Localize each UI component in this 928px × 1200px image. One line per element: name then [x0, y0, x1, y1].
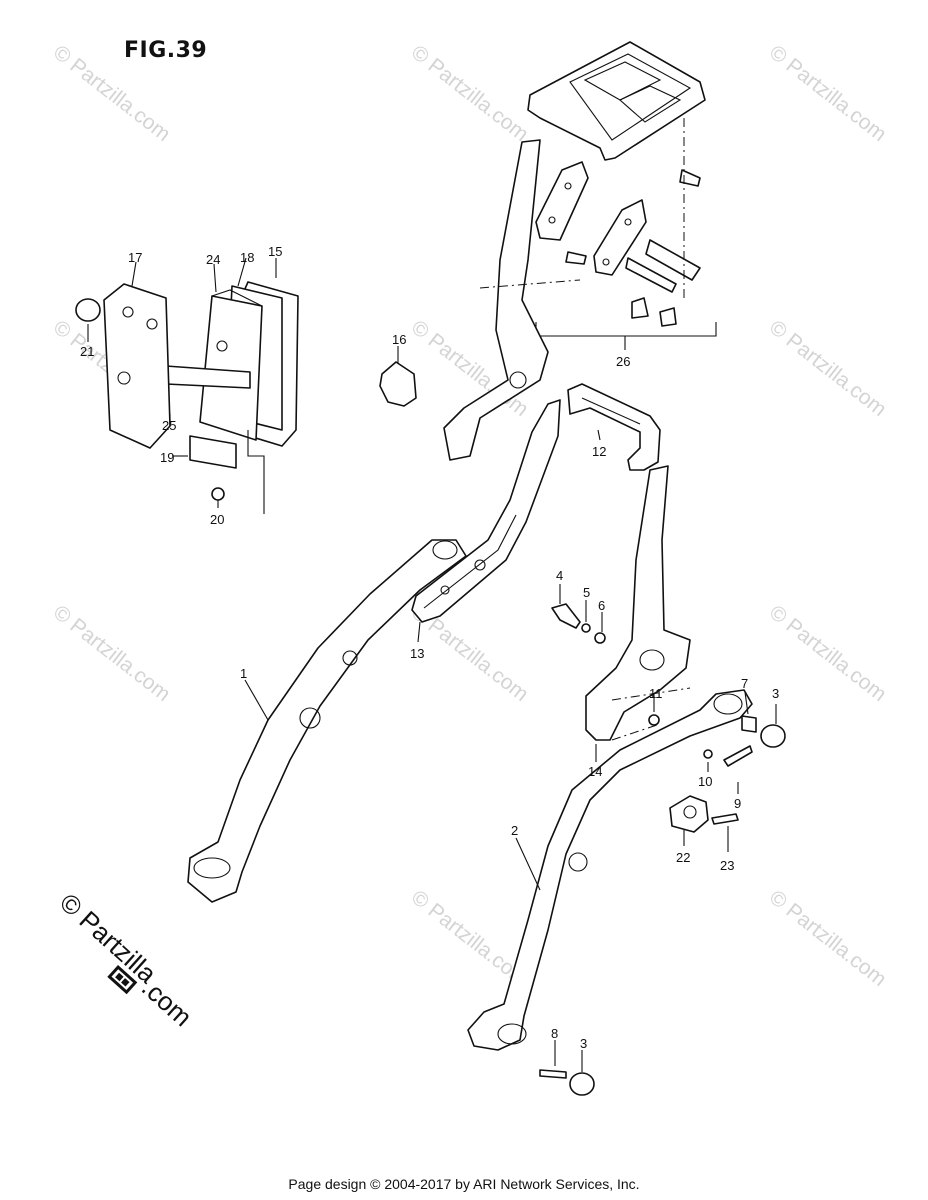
- watermarks: © Partzilla.com © Partzilla.com © Partzi…: [49, 41, 891, 1032]
- part-2-right-frame-rail: [467, 687, 753, 1051]
- callout-12: 12: [592, 444, 606, 459]
- callout-26: 26: [616, 354, 630, 369]
- callout-9: 9: [734, 796, 741, 811]
- callout-16: 16: [392, 332, 406, 347]
- watermark-text: © Partzilla.com: [765, 886, 891, 991]
- callouts: 1 2 3 3 4 5 6 7 8 9 10 11 12 13 14 15 16…: [80, 244, 779, 1051]
- part-12-grab-handle: [567, 383, 661, 471]
- watermark-text: © Partzilla.com: [765, 601, 891, 706]
- watermark-text: © Partzilla.com: [765, 316, 891, 421]
- footer-copyright: Page design © 2004-2017 by ARI Network S…: [288, 1176, 640, 1192]
- callout-19: 19: [160, 450, 174, 465]
- partzilla-logo-watermark: © Partzilla: [54, 887, 163, 989]
- figure-title: FIG.39: [124, 38, 208, 63]
- callout-14: 14: [588, 764, 602, 779]
- callout-3: 3: [580, 1036, 587, 1051]
- part-16-reflector: [379, 361, 417, 407]
- callout-23: 23: [720, 858, 734, 873]
- leader-lines: [87, 257, 777, 1072]
- callout-13: 13: [410, 646, 424, 661]
- callout-25: 25: [162, 418, 176, 433]
- callout-22: 22: [676, 850, 690, 865]
- upper-side-rail: [443, 139, 581, 461]
- callout-18: 18: [240, 250, 254, 265]
- callout-3: 3: [772, 686, 779, 701]
- hardware-bolts: [539, 603, 786, 1096]
- callout-4: 4: [556, 568, 563, 583]
- watermark-text: © Partzilla.com: [765, 41, 891, 146]
- callout-11: 11: [649, 686, 663, 701]
- watermark-text: © Partzilla.com: [407, 41, 533, 146]
- callout-6: 6: [598, 598, 605, 613]
- callout-1: 1: [240, 666, 247, 681]
- flag-icon: [107, 965, 138, 995]
- callout-7: 7: [741, 676, 748, 691]
- callout-2: 2: [511, 823, 518, 838]
- callout-10: 10: [698, 774, 712, 789]
- part-13-side-bracket: [411, 399, 561, 623]
- part-14-right-side-rail: [585, 465, 691, 741]
- watermark-text: © Partzilla.com: [49, 601, 175, 706]
- lamp-assembly: [75, 281, 299, 514]
- callout-21: 21: [80, 344, 94, 359]
- watermark-text: © Partzilla.com: [49, 41, 175, 146]
- callout-24: 24: [206, 252, 220, 267]
- callout-20: 20: [210, 512, 224, 527]
- callout-17: 17: [128, 250, 142, 265]
- callout-15: 15: [268, 244, 282, 259]
- part-26-carrier-rack: [527, 41, 717, 350]
- callout-5: 5: [583, 585, 590, 600]
- callout-8: 8: [551, 1026, 558, 1041]
- part-22-bracket: [669, 795, 709, 833]
